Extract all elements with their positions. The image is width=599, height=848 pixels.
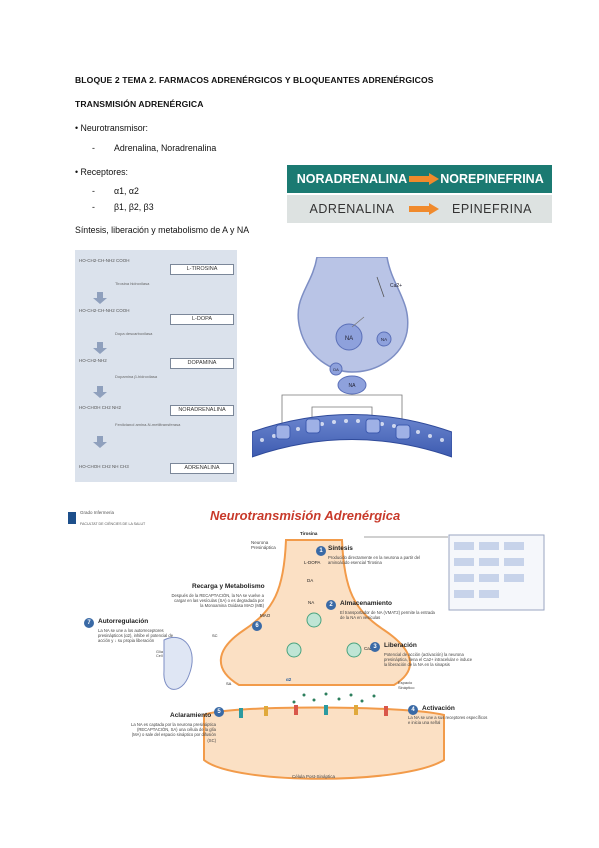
label-calcium: Ca2+ [390, 283, 402, 289]
neurotransmisor-label: • Neurotransmisor: [75, 123, 148, 133]
step-7-title: Autorregulación [98, 618, 149, 625]
enzyme-3: Dopamina β-hidroxilasa [115, 374, 158, 379]
step-5-badge: 5 [214, 707, 224, 717]
label-na: NA [308, 600, 315, 605]
chem-dopamina: HO-CH2-NH2 [79, 358, 107, 363]
step-2-title: Almacenamiento [340, 600, 393, 607]
chem-tirosina: HO-CH2-CH-NH2 COOH [79, 258, 130, 263]
step-ldopa: L-DOPA [170, 314, 234, 325]
down-arrow-icon [93, 342, 107, 354]
infographic-title: Neurotransmisión Adrenérgica [210, 508, 401, 523]
step-4-title: Activación [422, 705, 455, 712]
step-7-badge: 7 [84, 618, 94, 628]
right-arrow-icon [409, 203, 439, 215]
step-5-text: La NA es captada por la neurona presináp… [131, 722, 216, 743]
enzyme-1: Tirosina hidroxilasa [115, 281, 150, 286]
step-5-title: Aclaramiento [170, 712, 212, 719]
neurotransmisor-value: Adrenalina, Noradrenalina [114, 143, 217, 153]
chem-adrenalina: HO-CHOH CH2 NH CH3 [79, 464, 129, 469]
step-6-text: Después de la RECAPTACIÓN, la NA se vuel… [171, 593, 264, 609]
faculty: FACULTAT DE CIÈNCIES DE LA SALUT [80, 522, 146, 526]
step-1-badge: 1 [316, 546, 326, 556]
label-tirosina: Tirosina [300, 531, 318, 536]
label-calcium: Ca2+ [364, 646, 375, 651]
label-glia: Glía Cell [156, 650, 163, 658]
label-na-right: NA [381, 337, 387, 342]
synapse-diagram: NA NA DA Ca2+ NA [252, 257, 452, 458]
beta-receptors: β1, β2, β3 [114, 202, 154, 212]
label-sc: SC [212, 633, 218, 638]
alpha-receptors: α1, α2 [114, 186, 139, 196]
label-sa: SA [226, 681, 232, 686]
neurotransmisor-item: -Adrenalina, Noradrenalina [92, 143, 217, 153]
step-2-text: El transportador de NA (VMAT2) permite l… [340, 610, 435, 621]
step-4-text: La NA se une a sus receptores específico… [408, 715, 488, 726]
document-title: BLOQUE 2 TEMA 2. FARMACOS ADRENÉRGICOS Y… [75, 75, 434, 85]
down-arrow-icon [93, 436, 107, 448]
label-na-vesicle: NA [345, 336, 353, 342]
down-arrow-icon [93, 292, 107, 304]
right-arrow-icon [409, 173, 439, 185]
step-6-title: Recarga y Metabolismo [192, 583, 265, 590]
step-2-badge: 2 [326, 600, 336, 610]
step-1-text: Producido directamente en la neurona a p… [328, 555, 420, 566]
name-epinefrina: EPINEFRINA [451, 202, 532, 216]
step-3-text: Potencial de acción (activación) la neur… [384, 652, 473, 668]
synthesis-pathway-panel: HO-CH2-CH-NH2 COOH L-TIROSINA Tirosina h… [75, 250, 237, 482]
chem-noradrenalina: HO-CHOH CH2 NH2 [79, 405, 122, 410]
step-4-badge: 4 [408, 705, 418, 715]
receptores-label: • Receptores: [75, 167, 128, 177]
enzyme-4: Fenilctanol amina-N-metiltransferasa [115, 422, 181, 427]
names-table: NORADRENALINA NOREPINEFRINA ADRENALINA E… [287, 165, 552, 223]
label-alpha2: α2 [286, 677, 292, 682]
step-3-badge: 3 [370, 642, 380, 652]
names-row-adrenalina: ADRENALINA EPINEFRINA [287, 195, 552, 223]
name-noradrenalina: NORADRENALINA [296, 172, 408, 186]
label-postsynaptic: Célula Post-Sináptica [292, 774, 336, 779]
section-heading: Síntesis, liberación y metabolismo de A … [75, 225, 250, 235]
step-7-text: La NA se une a los autorreceptores presi… [98, 628, 174, 644]
step-1-title: Síntesis [328, 545, 353, 552]
chem-ldopa: HO-CH2-CH-NH2 COOH [79, 308, 130, 313]
receptores-beta: -β1, β2, β3 [92, 202, 154, 212]
label-espacio-sinaptico: Espacio Sináptico [398, 680, 415, 690]
label-ldopa: L-DOPA [304, 560, 321, 565]
adrenergic-infographic: Grado Infermeria FACULTAT DE CIÈNCIES DE… [64, 500, 552, 800]
step-dopamina: DOPAMINA [170, 358, 234, 369]
step-adrenalina: ADRENALINA [170, 463, 234, 474]
brand: Grado Infermeria [80, 510, 115, 515]
receptores-alpha: -α1, α2 [92, 186, 139, 196]
label-na-cleft: NA [349, 383, 357, 389]
name-adrenalina: ADRENALINA [309, 202, 395, 216]
down-arrow-icon [93, 386, 107, 398]
label-da: DA [307, 578, 314, 583]
label-presynaptic: Neurona Presináptica [251, 540, 276, 550]
name-norepinefrina: NOREPINEFRINA [440, 172, 544, 186]
names-row-noradrenalina: NORADRENALINA NOREPINEFRINA [287, 165, 552, 193]
step-6-badge: 6 [252, 621, 262, 631]
step-noradrenalina: NORADRENALINA [170, 405, 234, 416]
infographic-drawing [68, 512, 545, 780]
label-da: DA [333, 367, 339, 372]
step-3-title: Liberación [384, 642, 417, 649]
enzyme-2: Dopa descarboxilasa [115, 331, 153, 336]
section-subtitle: TRANSMISIÓN ADRENÉRGICA [75, 99, 204, 109]
label-mao: MAO [260, 613, 271, 618]
step-tirosina: L-TIROSINA [170, 264, 234, 275]
